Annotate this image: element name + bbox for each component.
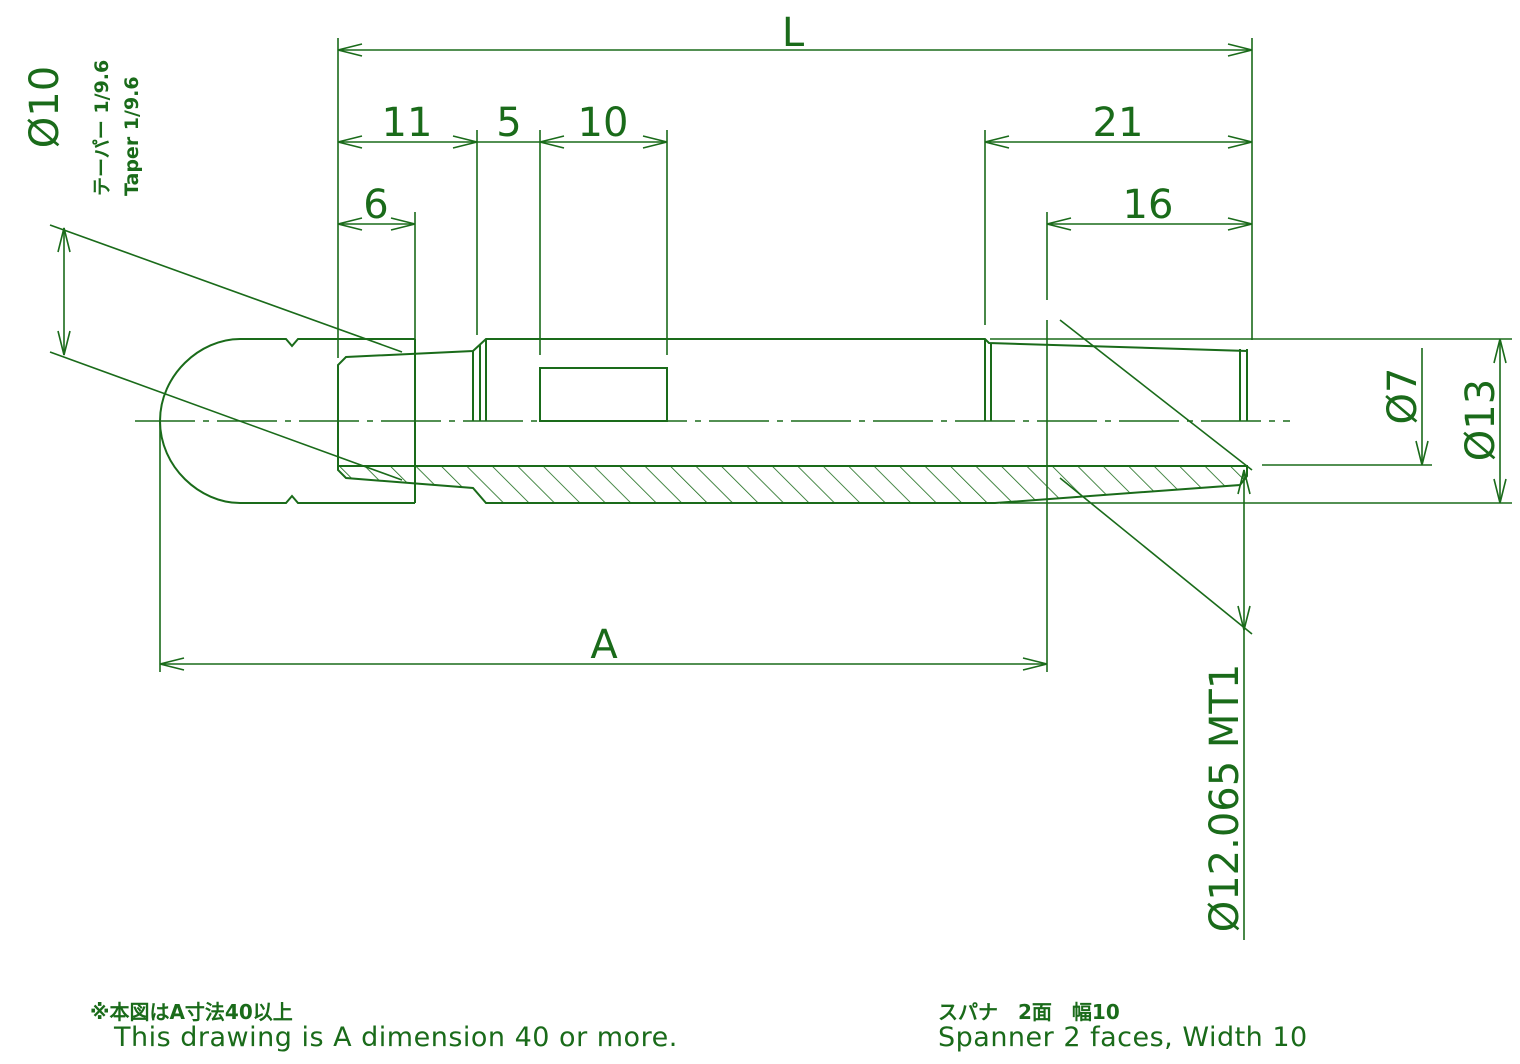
note-left-jp: ※本図はA寸法40以上: [90, 1000, 293, 1024]
mt-line-lower: [1059, 477, 1253, 635]
taper-note-en: Taper 1/9.6: [121, 76, 143, 196]
note-right-en: Spanner 2 faces, Width 10: [938, 1022, 1308, 1053]
extension-lines: [159, 38, 1512, 940]
dim-label-dia10: Ø10: [22, 66, 68, 148]
dim-label-21: 21: [1093, 100, 1144, 146]
dim-label-10: 10: [578, 100, 629, 146]
dim-label-l: L: [782, 10, 805, 56]
dim-label-mt1: Ø12.065 MT1: [1202, 664, 1248, 933]
dim-label-dia13: Ø13: [1458, 379, 1504, 461]
dim-label-5: 5: [496, 100, 521, 146]
dim-label-16: 16: [1123, 182, 1174, 228]
dim-label-6: 6: [363, 182, 388, 228]
mt-line-upper: [1059, 319, 1253, 471]
note-left-en: This drawing is A dimension 40 or more.: [114, 1022, 678, 1053]
dim-label-11: 11: [382, 100, 433, 146]
taper-line-lower: [49, 351, 403, 481]
taper-line-upper: [49, 224, 403, 353]
shank-section: [337, 421, 1248, 504]
shank-upper-outline: [337, 338, 1248, 503]
dim-label-a: A: [590, 622, 618, 668]
dimension-lines: [57, 43, 1507, 671]
note-right-jp: スパナ 2面 幅10: [938, 1000, 1120, 1024]
spanner-flat: [539, 367, 668, 422]
dim-label-dia7: Ø7: [1380, 368, 1426, 425]
taper-note-jp: テーパー 1/9.6: [91, 60, 113, 196]
